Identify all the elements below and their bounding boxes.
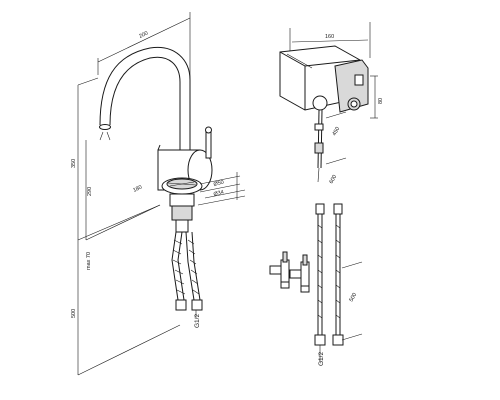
dim-hose-length: 500 <box>71 309 77 318</box>
dim-hole-dia: Ø34 <box>213 189 225 197</box>
dim-body-depth: 180 <box>132 184 143 193</box>
faucet-assembly: 200 350 290 180 Ø50 Ø34 max 70 500 G1/2 <box>71 12 246 376</box>
dim-power-cable: 600 <box>329 174 339 185</box>
dim-height-total: 350 <box>71 159 77 168</box>
dim-box-width: 160 <box>325 34 334 40</box>
valves-and-hoses: 500 G1/2 <box>269 203 363 366</box>
dim-height-spout: 290 <box>87 187 93 196</box>
dim-box-height: 80 <box>378 98 384 104</box>
dim-base-dia: Ø50 <box>213 179 225 187</box>
dim-hoses-length: 500 <box>349 292 359 303</box>
label-hose-thread: G1/2 <box>194 314 201 328</box>
angle-valve-right <box>289 254 310 293</box>
dim-spout-reach: 200 <box>138 30 149 39</box>
connection-hose-1 <box>314 203 326 346</box>
control-box: 160 80 450 600 <box>279 22 384 185</box>
connection-hose-2 <box>332 203 344 346</box>
dim-sensor-cable: 450 <box>332 126 342 137</box>
angle-valve-left <box>269 251 290 289</box>
label-hoses-thread: G1/2 <box>318 352 325 366</box>
dim-deck-thickness: max 70 <box>86 252 92 270</box>
